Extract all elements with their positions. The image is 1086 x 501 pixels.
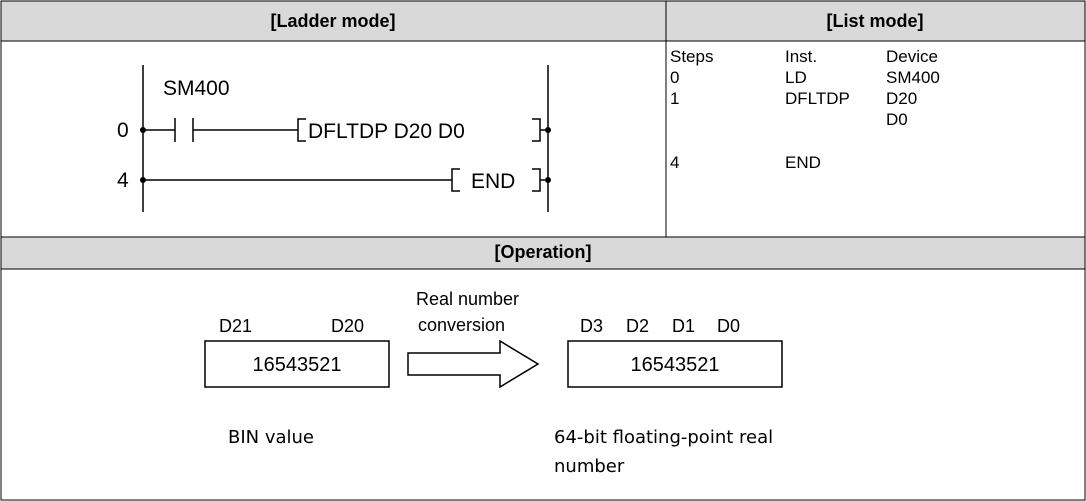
list-table: Steps Inst. Device 0 LD SM400 1 DFLTDP D… [670,47,940,172]
ladder-diagram: SM400 0 4 DFLTDP D20 D0 END [117,65,551,212]
rung-node-right-4 [545,177,551,183]
dest-note-line1: 64-bit floating-point real [554,427,773,448]
end-right-bracket [532,168,541,192]
dest-device-label: D3 [580,316,603,336]
ladder-header-bg [1,1,666,41]
operation-header: [Operation] [495,242,592,262]
rung-node-left-4 [140,177,146,183]
end-left-bracket [451,168,460,192]
list-column-steps: Steps [670,47,713,66]
list-row-inst: LD [785,68,807,87]
list-column-inst: Inst. [785,47,817,66]
list-row-inst: DFLTDP [785,89,850,108]
source-value: 16543521 [253,354,342,376]
source-device-label-low: D20 [331,316,364,336]
operation-diagram: D21 D20 16543521 Real number conversion … [204,289,783,477]
source-device-label-high: D21 [219,316,252,336]
contact-label: SM400 [163,77,230,100]
end-instruction-text: END [471,170,515,193]
list-row-device: D20 [886,89,917,108]
step-number-0: 0 [117,119,129,142]
source-note: BIN value [228,427,314,448]
dest-note-line2: number [554,456,625,477]
dest-value-box [567,340,783,388]
arrow-caption-line2: conversion [418,315,505,335]
list-row-device: SM400 [886,68,940,87]
ladder-mode-header: [Ladder mode] [270,11,395,31]
instruction-left-bracket [297,118,306,142]
operation-header-bg [1,237,1085,269]
step-number-4: 4 [117,169,129,192]
dest-value: 16543521 [631,354,720,376]
arrow-caption-line1: Real number [416,289,519,309]
list-row-step: 0 [670,68,679,87]
list-column-device: Device [886,47,938,66]
instruction-right-bracket [532,118,541,142]
list-row-step: 1 [670,89,679,108]
rung-node-left-0 [140,127,146,133]
list-row-inst: END [785,153,821,172]
dest-device-label: D2 [626,316,649,336]
list-header-bg [666,1,1085,41]
dest-device-label: D0 [717,316,740,336]
rung-node-right-0 [545,127,551,133]
instruction-text: DFLTDP D20 D0 [308,120,465,143]
list-row-step: 4 [670,153,679,172]
list-row-device: D0 [886,110,908,129]
source-value-box [204,340,390,388]
list-mode-header: [List mode] [827,11,924,31]
conversion-arrow [407,339,540,389]
dest-device-label: D1 [672,316,695,336]
